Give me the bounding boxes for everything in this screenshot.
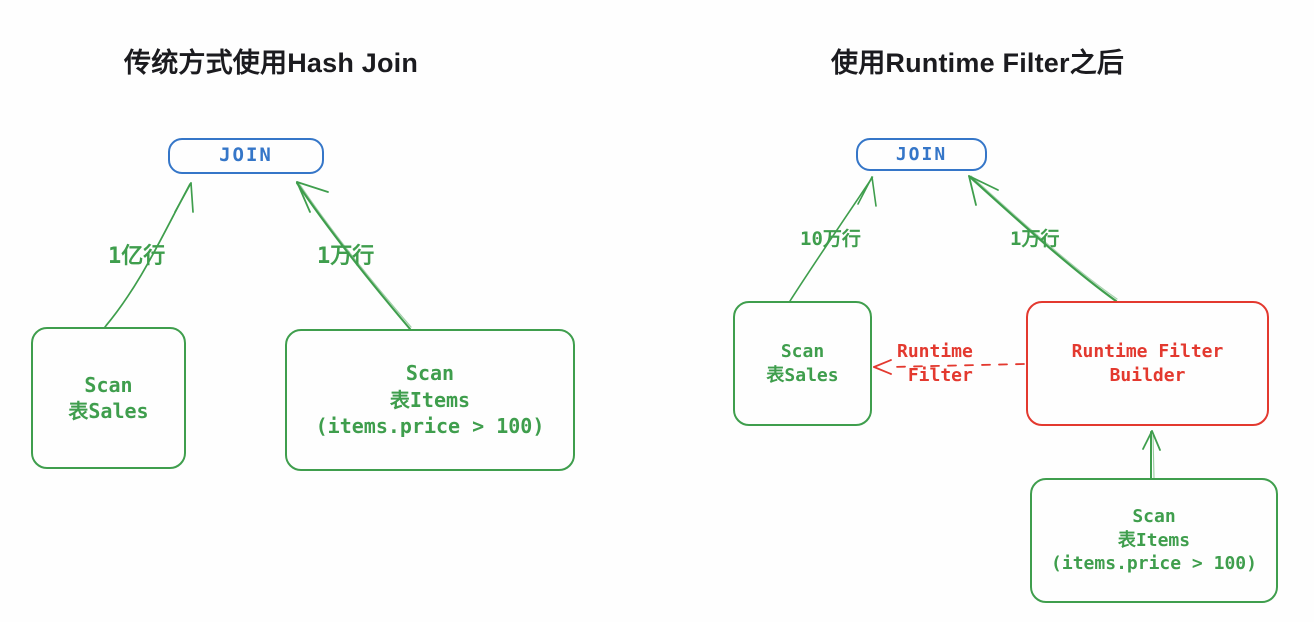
arrow-runtime-filter-dashed	[873, 359, 1025, 375]
arrow-right-builder-to-join	[968, 175, 1118, 303]
node-join-left[interactable]: JOIN	[168, 138, 324, 174]
node-scan-items-left[interactable]: Scan 表Items (items.price > 100)	[285, 329, 575, 471]
edge-label-left-items-rows: 1万行	[317, 244, 375, 269]
edge-label-right-items-rows: 1万行	[1010, 228, 1060, 250]
node-scan-sales-left[interactable]: Scan 表Sales	[31, 327, 186, 469]
node-scan-sales-right[interactable]: Scan 表Sales	[733, 301, 872, 426]
node-runtime-filter-builder[interactable]: Runtime Filter Builder	[1026, 301, 1269, 426]
edge-label-right-sales-rows: 10万行	[800, 228, 861, 250]
node-scan-items-right[interactable]: Scan 表Items (items.price > 100)	[1030, 478, 1278, 603]
arrow-left-items-to-join	[295, 181, 412, 331]
panel-title-left: 传统方式使用Hash Join	[124, 48, 419, 78]
arrow-right-items-to-builder	[1142, 430, 1161, 479]
arrow-right-sales-to-join	[789, 176, 877, 302]
edge-label-left-sales-rows: 1亿行	[108, 244, 166, 269]
node-join-right[interactable]: JOIN	[856, 138, 987, 171]
panel-title-right: 使用Runtime Filter之后	[831, 48, 1125, 78]
edge-label-runtime-filter: Runtime Filter	[897, 341, 973, 387]
arrow-left-sales-to-join	[104, 182, 194, 328]
